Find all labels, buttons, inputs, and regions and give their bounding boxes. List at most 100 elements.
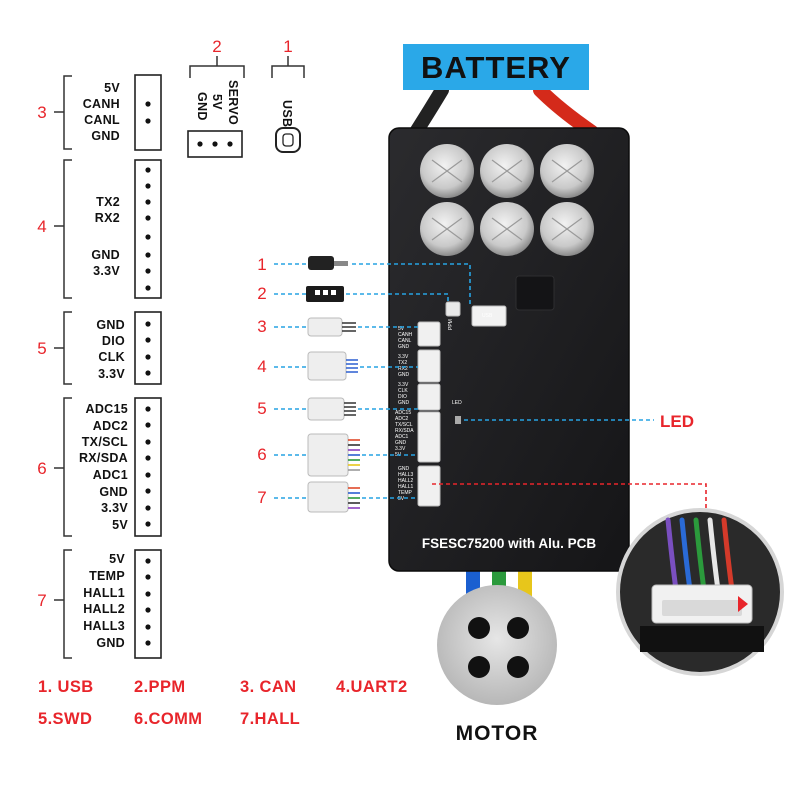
group-7-pin: 5V xyxy=(109,552,125,566)
group-6-pin: 5V xyxy=(112,518,128,532)
group-5-bracket xyxy=(54,311,72,385)
group-7-pin: HALL3 xyxy=(83,619,125,633)
group-7-number: 7 xyxy=(37,591,46,610)
group-3-number: 3 xyxy=(37,103,46,122)
group-4-pin-dot xyxy=(145,268,151,274)
group-3-pin-dot xyxy=(145,101,151,107)
uart-cable-wires xyxy=(346,359,358,373)
ppm-pin-dot xyxy=(212,141,218,147)
callout-6-number: 6 xyxy=(257,445,266,464)
board-title: FSESC75200 with Alu. PCB xyxy=(422,536,597,551)
group-7-header-box xyxy=(134,549,162,659)
board-uart-text: 3.3V xyxy=(398,354,409,360)
group-6-pin-dot xyxy=(145,422,151,428)
motor-body xyxy=(437,585,557,705)
battery-banner xyxy=(403,44,589,90)
group-6-pin-dot xyxy=(145,455,151,461)
ppm-pin-5v: 5V xyxy=(210,94,224,110)
ppm-pin-hole xyxy=(315,290,320,295)
group-7-pin-dot xyxy=(145,607,151,613)
usb-bracket xyxy=(271,56,305,78)
group-6-pin-dot xyxy=(145,472,151,478)
usb-number: 1 xyxy=(283,37,292,56)
group-5-pin: GND xyxy=(96,318,125,332)
group-7-bracket xyxy=(54,549,72,659)
usb-cable-plug xyxy=(308,256,334,270)
group-6-pin-dot xyxy=(145,505,151,511)
can-socket xyxy=(417,321,441,347)
group-6-comm: 6 ADC15 ADC2 TX/SCL RX/SDA ADC1 GND 3.3V… xyxy=(37,397,162,537)
ppm-pin-gnd: GND xyxy=(195,92,209,121)
group-3-pin: GND xyxy=(91,129,120,143)
legend-item: 1. USB xyxy=(38,678,94,696)
motor-hole xyxy=(507,656,529,678)
inset-wire-red xyxy=(721,517,735,593)
ppm-pin-dot xyxy=(197,141,203,147)
board-chip xyxy=(515,275,555,311)
ppm-bracket xyxy=(189,56,245,78)
group-7-pin-dot xyxy=(145,624,151,630)
group-6-pin-dot xyxy=(145,439,151,445)
inset-wire-white xyxy=(707,517,721,593)
group-5-pin-dot xyxy=(145,321,151,327)
capacitor-array xyxy=(420,144,594,256)
group-7-pin-dot xyxy=(145,640,151,646)
board-comm-text: GND xyxy=(395,440,407,446)
inset-wire-purple xyxy=(665,517,679,593)
group-4-pin-dot xyxy=(145,285,151,291)
hall-cable-plug xyxy=(307,481,349,513)
usb-c-port-icon xyxy=(275,127,301,153)
motor-label: MOTOR xyxy=(456,722,539,745)
group-3-pin: 5V xyxy=(104,81,120,95)
group-5-swd: 5 GND DIO CLK 3.3V xyxy=(37,311,162,385)
legend-item: 6.COMM xyxy=(134,710,202,728)
group-5-pin: 3.3V xyxy=(98,367,125,381)
legend: 1. USB 2.PPM 3. CAN 4.UART2 5.SWD 6.COMM… xyxy=(38,678,408,728)
callouts: 1 2 3 4 5 6 xyxy=(257,255,471,513)
inset-leader-line xyxy=(432,483,707,510)
capacitor-vent-marks xyxy=(431,159,583,241)
board-hall-text: 5V xyxy=(398,496,405,502)
board-led-text: LED xyxy=(452,400,462,406)
group-7-pin: GND xyxy=(96,636,125,650)
board-can-text: CANH xyxy=(398,332,413,338)
motor-hole xyxy=(468,617,490,639)
board-comm-text: TX/SCL xyxy=(395,422,413,428)
group-4-pin: GND xyxy=(91,248,120,262)
group-4-pin-dot xyxy=(145,167,151,173)
led-label: LED xyxy=(660,412,694,431)
comm-socket xyxy=(417,411,441,463)
board-swd-text: 3.3V xyxy=(398,382,409,388)
group-3-can: 3 5V CANH CANL GND xyxy=(37,74,162,151)
group-6-pin: RX/SDA xyxy=(79,451,128,465)
group-6-pin-dot xyxy=(145,488,151,494)
ppm-top-connector: 2 SERVO 5V GND xyxy=(187,37,245,158)
ppm-header-box xyxy=(187,130,243,158)
group-6-pin: ADC2 xyxy=(93,419,128,433)
inset-connector-latch xyxy=(662,600,742,616)
group-4-pin-dot xyxy=(145,183,151,189)
ppm-pin-hole xyxy=(323,290,328,295)
callout-3-number: 3 xyxy=(257,317,266,336)
group-6-pin: TX/SCL xyxy=(82,435,128,449)
battery-section: BATTERY xyxy=(403,44,599,139)
board-can-text: CANL xyxy=(398,338,412,344)
motor-section: MOTOR xyxy=(437,560,557,745)
inset-wire-blue xyxy=(679,517,693,593)
can-cable-plug xyxy=(307,317,343,337)
group-4-pin: RX2 xyxy=(95,211,120,225)
group-6-header-box xyxy=(134,397,162,537)
group-3-pin: CANL xyxy=(84,113,120,127)
group-7-pin: TEMP xyxy=(89,569,125,583)
group-4-pin-dot xyxy=(145,252,151,258)
group-3-pin-dot xyxy=(145,118,151,124)
ppm-pin-servo: SERVO xyxy=(226,80,240,125)
board-comm-text: RX/SDA xyxy=(395,428,414,434)
group-6-number: 6 xyxy=(37,459,46,478)
board-ppm-text: PPM xyxy=(448,319,454,330)
board-comm-text: ADC1 xyxy=(395,434,409,440)
group-3-pin: CANH xyxy=(83,97,120,111)
legend-item: 4.UART2 xyxy=(336,678,408,696)
inset-pcb-edge xyxy=(640,626,764,652)
swd-cable-plug xyxy=(307,397,345,421)
